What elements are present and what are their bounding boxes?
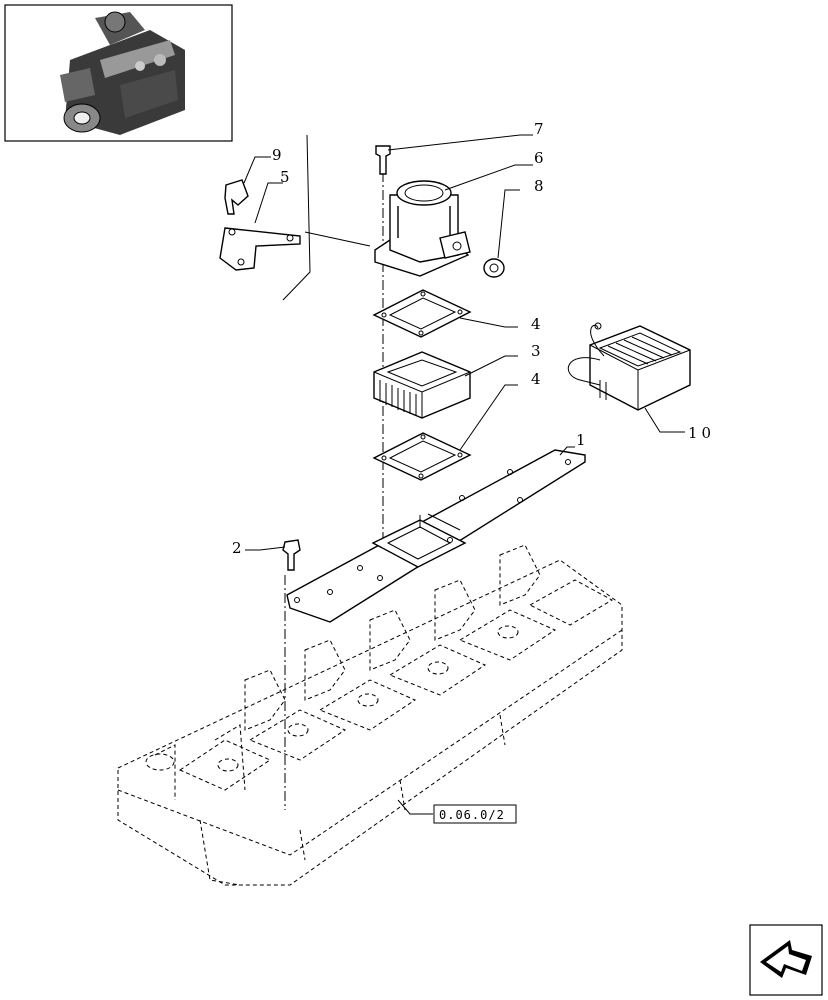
callout-4-lower: 4 (531, 370, 541, 388)
part-1-manifold-cover (286, 446, 586, 623)
callout-1: 1 (576, 431, 586, 449)
callout-4-upper: 4 (531, 315, 541, 333)
part-6-intake-housing (374, 164, 533, 277)
part-8-grommet (483, 189, 520, 278)
callout-3: 3 (531, 342, 541, 360)
reference-link-0-06-0-2[interactable]: 0.06.0/2 (433, 804, 517, 824)
part-9-clip (224, 156, 271, 215)
callout-10: 10 (688, 424, 715, 442)
engine-thumbnail[interactable] (4, 4, 233, 142)
next-page-arrow-icon (760, 940, 812, 978)
callout-6: 6 (534, 149, 544, 167)
engine-thumbnail-icon (60, 11, 185, 135)
part-7-bolt (375, 134, 533, 175)
callout-8: 8 (534, 177, 544, 195)
cylinder-head-outline (117, 544, 623, 886)
part-4-gasket-lower (372, 384, 518, 481)
part-5-bracket (219, 182, 301, 271)
part-4-gasket-upper (372, 289, 518, 338)
part-2-bolt (245, 539, 301, 571)
callout-5: 5 (280, 168, 290, 186)
callout-9: 9 (272, 146, 282, 164)
callout-2: 2 (232, 539, 242, 557)
part-3-heater-block (373, 351, 518, 419)
reference-label: 0.06.0/2 (439, 808, 505, 822)
part-10-control-unit (567, 322, 691, 433)
callout-7: 7 (534, 120, 544, 138)
next-page-button[interactable] (749, 924, 823, 996)
